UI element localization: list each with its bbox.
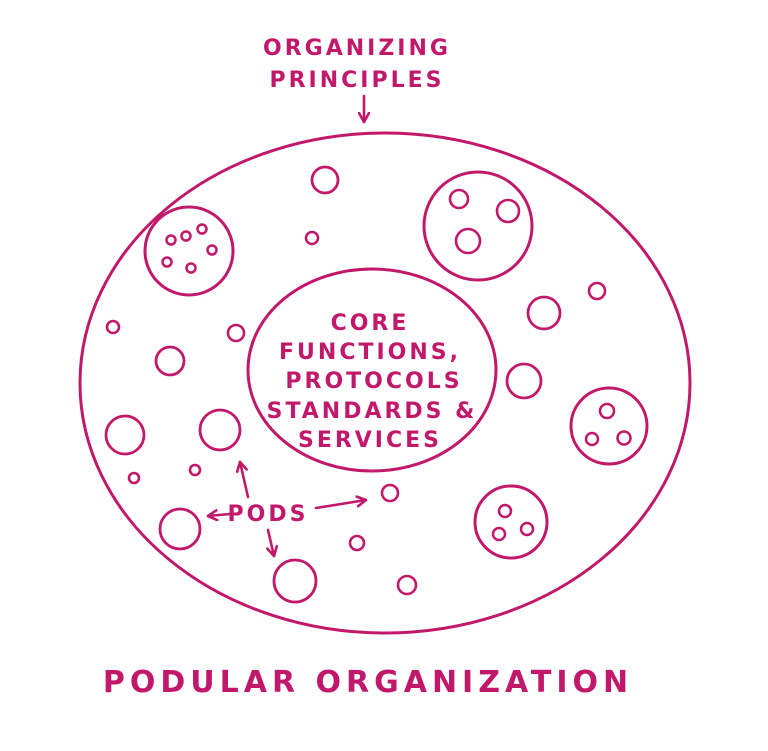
pod-cluster-lower-right-member bbox=[497, 503, 513, 519]
pod bbox=[154, 345, 186, 377]
pod-cluster-right-member bbox=[584, 431, 600, 447]
diagram-title: PODULAR ORGANIZATION bbox=[103, 665, 633, 700]
pod-cluster-upper-right-member bbox=[448, 188, 470, 210]
pod-cluster-upper-right-member bbox=[495, 198, 521, 224]
core-label-line5: SERVICES bbox=[298, 428, 442, 453]
pods-label: PODS bbox=[228, 502, 309, 527]
pod bbox=[587, 281, 607, 301]
pod-cluster-upper-left-dot bbox=[180, 230, 192, 242]
pod-cluster-upper-left-dot bbox=[196, 223, 208, 235]
core-label-line2: FUNCTIONS, bbox=[279, 340, 461, 365]
pod-cluster-upper-left bbox=[143, 205, 235, 297]
pod bbox=[105, 319, 121, 335]
pod bbox=[272, 558, 318, 604]
pod-cluster-upper-right bbox=[422, 170, 534, 282]
pod bbox=[188, 463, 202, 477]
core-label-line4: STANDARDS & bbox=[267, 399, 478, 424]
core-label-line3: PROTOCOLS bbox=[285, 369, 462, 394]
pod bbox=[226, 323, 246, 343]
pod bbox=[396, 574, 418, 596]
pod bbox=[505, 362, 543, 400]
core-circle bbox=[246, 267, 498, 473]
pod-cluster-lower-right-member bbox=[519, 521, 535, 537]
pod bbox=[310, 165, 340, 195]
pods-arrow-up bbox=[240, 460, 250, 499]
pods-arrow-right bbox=[314, 500, 368, 510]
pod-cluster-upper-left-dot bbox=[185, 262, 197, 274]
pod-cluster-right-member bbox=[616, 430, 632, 446]
pod-cluster-lower-right bbox=[473, 484, 549, 560]
pod bbox=[304, 230, 320, 246]
pod bbox=[380, 483, 400, 503]
pod-cluster-right bbox=[569, 386, 649, 466]
pod bbox=[158, 507, 202, 551]
pods-arrow-down bbox=[268, 528, 274, 558]
pod bbox=[127, 471, 141, 485]
pod-cluster-lower-right-member bbox=[491, 526, 507, 542]
pod bbox=[348, 534, 366, 552]
core-label-line1: CORE bbox=[331, 311, 410, 336]
pod-cluster-upper-left-dot bbox=[206, 244, 218, 256]
organization-boundary bbox=[78, 131, 692, 635]
pod-cluster-upper-right-member bbox=[454, 227, 482, 255]
pod bbox=[104, 414, 146, 456]
organizing-principles-label-line1: ORGANIZING bbox=[263, 36, 451, 61]
pod-cluster-upper-left-dot bbox=[165, 234, 177, 246]
pod-cluster-right-member bbox=[598, 402, 616, 420]
pod bbox=[198, 408, 242, 452]
organizing-principles-label-line2: PRINCIPLES bbox=[269, 68, 444, 93]
pod-cluster-upper-left-dot bbox=[161, 256, 173, 268]
pod bbox=[526, 295, 562, 331]
pods-arrow-left bbox=[206, 514, 232, 516]
